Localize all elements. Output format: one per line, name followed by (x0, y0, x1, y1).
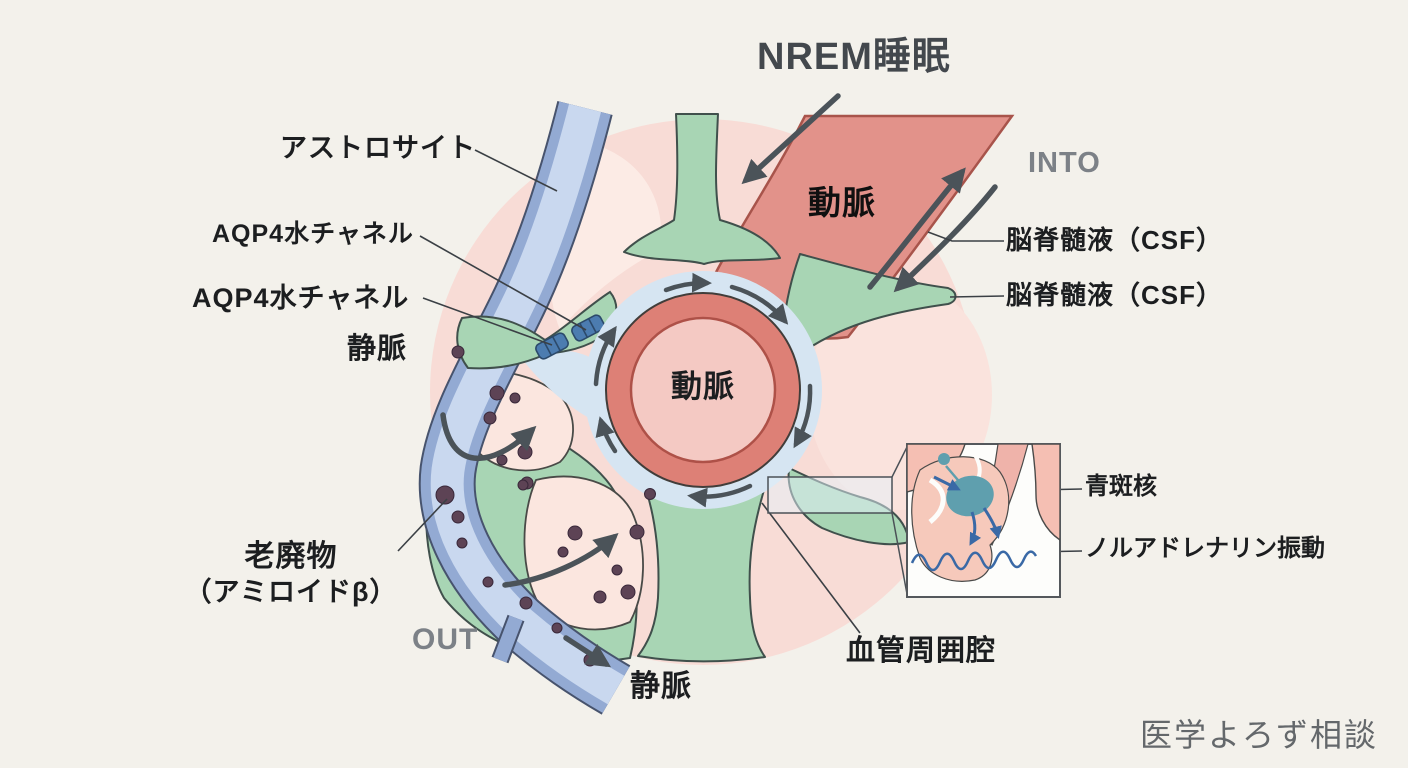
vein-label-upper: 静脈 (347, 333, 408, 365)
noradrenaline-release-arrows (933, 475, 1002, 546)
watermark: 医学よろず相談 (1140, 717, 1379, 753)
artery-cross-section (584, 271, 822, 509)
waste-arrow-lower (502, 532, 619, 588)
artery-inflow-arrow-down (893, 184, 998, 293)
noradrenaline-wave (910, 550, 1038, 572)
aqp4-channel-icons (535, 314, 605, 360)
nrem-arrow (741, 93, 841, 185)
vein-label-lower: 静脈 (630, 670, 692, 703)
callout-highlight (767, 446, 908, 595)
aqp4-label-upper: AQP4水チャネル (212, 220, 414, 248)
artery-inflow-arrow-up (867, 167, 966, 290)
artery-lumen (629, 316, 777, 464)
into-label: INTO (1028, 147, 1101, 179)
aqp4-label-lower: AQP4水チャネル (192, 283, 410, 313)
waste-label: 老廃物 （アミロイドβ） (183, 540, 399, 609)
waste-arrow-upper (440, 412, 537, 462)
vein-band (418, 100, 631, 715)
out-label: OUT (412, 623, 479, 656)
flow-arrows (440, 93, 998, 668)
perivascular-space-label: 血管周囲腔 (846, 635, 997, 667)
locus-coeruleus-inset (906, 443, 1061, 598)
leader-lines (397, 149, 1083, 634)
noradrenaline-label: ノルアドレナリン振動 (1085, 535, 1325, 562)
artery-center-label: 動脈 (671, 369, 735, 404)
csf-label-upper: 脳脊髄液（CSF） (1006, 225, 1224, 255)
vein-outflow-arrow (563, 635, 612, 668)
waste-label-line1: 老廃物 (244, 540, 338, 573)
locus-coeruleus-label: 青斑核 (1085, 473, 1157, 500)
page-title: NREM睡眠 (757, 36, 951, 78)
noradrenaline-vesicle (938, 453, 950, 465)
waste-label-line2: （アミロイドβ） (184, 576, 398, 607)
csf-label-lower: 脳脊髄液（CSF） (1006, 280, 1224, 310)
csf-circulation-arrows (593, 272, 813, 508)
csf-channel (520, 350, 604, 422)
astrocyte-label: アストロサイト (280, 133, 476, 163)
artery-band-label: 動脈 (808, 184, 876, 221)
